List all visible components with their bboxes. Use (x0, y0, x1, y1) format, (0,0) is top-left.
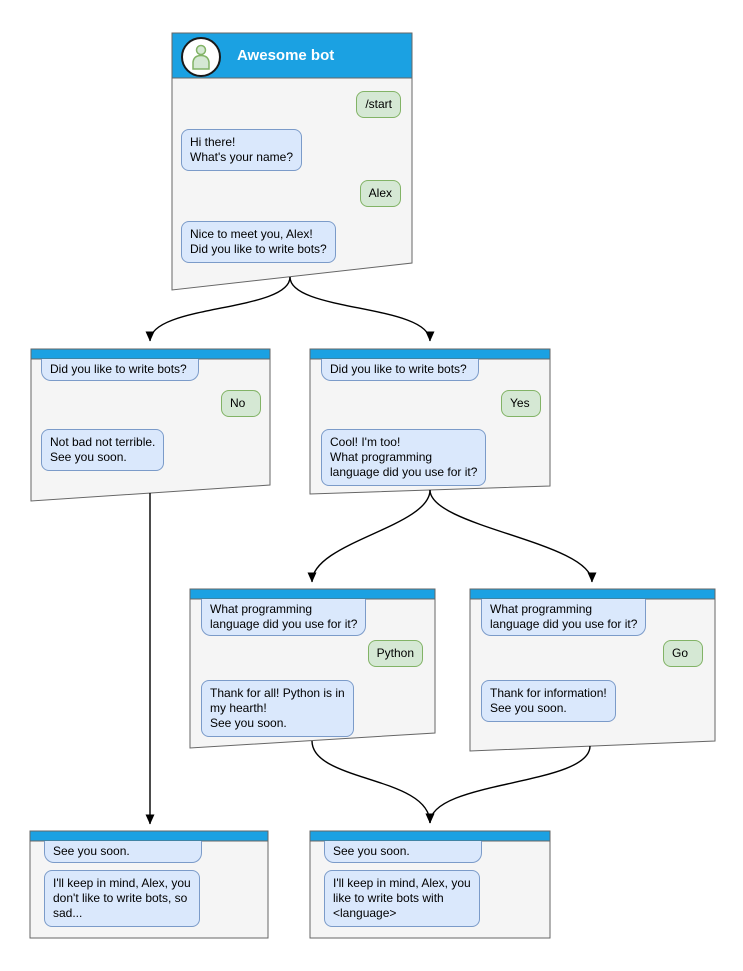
bot-message-bubble: Thank for information! See you soon. (481, 680, 616, 722)
bot-message-bubble: I'll keep in mind, Alex, you don't like … (44, 870, 200, 927)
connector-main-to-branch-no (145, 276, 291, 342)
person-icon (192, 44, 210, 70)
bot-message-bubble: What programming language did you use fo… (201, 599, 367, 636)
connector-go-to-final-yes (425, 745, 591, 824)
bot-message-bubble: Hi there! What's your name? (181, 129, 303, 171)
user-message-bubble: Python (367, 640, 423, 667)
connector-branch-yes-to-python (307, 489, 431, 583)
final-no-titlebar (29, 830, 269, 842)
user-message-bubble: Yes (501, 390, 541, 417)
bot-avatar (181, 37, 221, 77)
bot-message-bubble: Did you like to write bots? (321, 359, 479, 381)
branch-yes-titlebar (309, 348, 551, 360)
connector-main-to-branch-yes (289, 276, 435, 342)
bot-message-bubble: See you soon. (324, 841, 482, 863)
main-window-title: Awesome bot (237, 47, 335, 64)
branch-python-titlebar (189, 588, 436, 600)
connector-python-to-final-yes (311, 740, 435, 824)
bot-message-bubble: Did you like to write bots? (41, 359, 199, 381)
connector-branch-yes-to-go (429, 489, 597, 583)
user-message-bubble: Alex (359, 180, 401, 207)
user-message-bubble: Go (663, 640, 703, 667)
bot-message-bubble: Thank for all! Python is in my hearth! S… (201, 680, 354, 737)
user-message-bubble: No (221, 390, 261, 417)
branch-no-titlebar (30, 348, 271, 360)
bot-message-bubble: Cool! I'm too! What programming language… (321, 429, 487, 486)
bot-message-bubble: What programming language did you use fo… (481, 599, 647, 636)
bot-message-bubble: Nice to meet you, Alex! Did you like to … (181, 221, 336, 263)
bot-message-bubble: Not bad not terrible. See you soon. (41, 429, 165, 471)
branch-go-titlebar (469, 588, 716, 600)
final-yes-titlebar (309, 830, 551, 842)
bot-message-bubble: I'll keep in mind, Alex, you like to wri… (324, 870, 480, 927)
bot-message-bubble: See you soon. (44, 841, 202, 863)
user-message-bubble: /start (356, 91, 401, 118)
